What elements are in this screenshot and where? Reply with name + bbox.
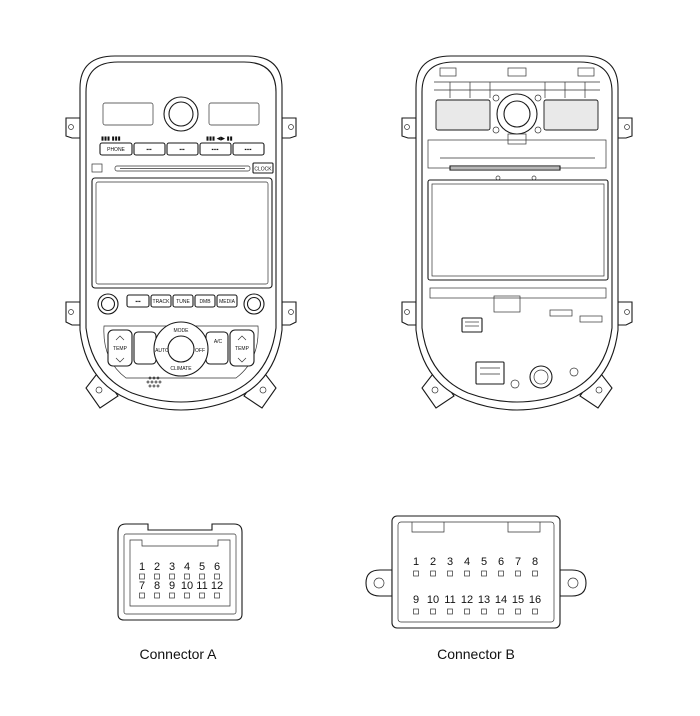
svg-text:▪▪▪▪: ▪▪▪▪: [211, 147, 218, 153]
connector-a-pin-slot-7: [139, 592, 145, 599]
connector-b-pin-slot-14: [498, 608, 504, 615]
connector-a-pin-slot-4: [184, 573, 190, 580]
connector-b-pin-label-13: 13: [478, 594, 490, 606]
temp-right-label: TEMP: [235, 346, 250, 352]
tune-button-label: TUNE: [176, 299, 190, 305]
head-unit-front-view: ▮▮▮ ▮▮▮ ▮▮▮ ◀▶ ▮▮ PHONE ▪▪▪ ▪▪▪ ▪▪▪▪ ▪▪▪…: [65, 55, 297, 411]
connector-b-pin-slot-13: [481, 608, 487, 615]
connector-a-pin-label-4: 4: [184, 561, 190, 573]
dmb-button-label: DMB: [199, 299, 211, 305]
svg-text:▪▪▪▪: ▪▪▪▪: [244, 147, 251, 153]
connector-b-pin-label-14: 14: [495, 594, 507, 606]
auto-label: AUTO: [155, 348, 169, 354]
svg-text:▪▪▪: ▪▪▪: [135, 299, 141, 305]
connector-b-pin-slot-16: [532, 608, 538, 615]
connector-b-pin-slot-10: [430, 608, 436, 615]
connector-a-pin-slot-3: [169, 573, 175, 580]
connector-b-pin-label-16: 16: [529, 594, 541, 606]
connector-a-pin-label-5: 5: [199, 561, 205, 573]
connector-b-pin-label-15: 15: [512, 594, 524, 606]
connector-a-pin-slot-5: [199, 573, 205, 580]
connector-a-pin-label-10: 10: [181, 580, 193, 592]
connector-b-pin-label-1: 1: [413, 556, 419, 568]
connector-a-pin-slot-6: [214, 573, 220, 580]
connector-a-pin-label-6: 6: [214, 561, 220, 573]
connector-b-pin-label-2: 2: [430, 556, 436, 568]
connector-b-pin-label-9: 9: [413, 594, 419, 606]
connector-a-pin-label-7: 7: [139, 580, 145, 592]
connector-b-pin-label-7: 7: [515, 556, 521, 568]
svg-text:▪▪▪: ▪▪▪: [146, 147, 152, 153]
connector-b-pin-slot-4: [464, 570, 470, 577]
front-top-button-1-label: PHONE: [107, 147, 125, 153]
connector-b-pin-label-4: 4: [464, 556, 470, 568]
connector-a-pin-label-11: 11: [196, 580, 207, 592]
connector-a-pin-slot-1: [139, 573, 145, 580]
connector-b-pin-slot-7: [515, 570, 521, 577]
climate-label: CLIMATE: [170, 366, 192, 372]
connector-b-pin-slot-3: [447, 570, 453, 577]
media-button-label: MEDIA: [219, 299, 236, 305]
svg-text:▮▮▮ ▮▮▮: ▮▮▮ ▮▮▮: [101, 136, 121, 142]
connector-b-pin-label-11: 11: [444, 594, 455, 606]
connector-a-pin-label-8: 8: [154, 580, 160, 592]
connector-b-pin-slot-5: [481, 570, 487, 577]
svg-text:▮▮▮ ◀▶ ▮▮: ▮▮▮ ◀▶ ▮▮: [206, 136, 233, 142]
connector-a-pin-slot-12: [214, 592, 220, 599]
connector-b-pin-label-12: 12: [461, 594, 473, 606]
connector-a-pin-label-1: 1: [139, 561, 145, 573]
temp-left-label: TEMP: [113, 346, 128, 352]
connector-a-pin-slot-2: [154, 573, 160, 580]
connector-b-pin-slot-2: [430, 570, 436, 577]
clock-button-label: CLOCK: [254, 167, 272, 173]
connector-b-pin-slot-9: [413, 608, 419, 615]
connector-b-pin-slot-1: [413, 570, 419, 577]
connector-b-pin-label-5: 5: [481, 556, 487, 568]
connector-a-pin-label-9: 9: [169, 580, 175, 592]
connector-b-pin-slot-12: [464, 608, 470, 615]
mode-label: MODE: [174, 328, 190, 334]
connector-a-pin-slot-9: [169, 592, 175, 599]
front-top-button-1: [99, 142, 133, 156]
connector-a-pin-slot-11: [199, 592, 205, 599]
connector-b-pin-slot-11: [447, 608, 453, 615]
connector-b-caption: Connector B: [437, 646, 515, 662]
connector-b-pin-label-8: 8: [532, 556, 538, 568]
connector-a-caption: Connector A: [139, 646, 217, 662]
connector-a-pin-slot-8: [154, 592, 160, 599]
connector-a-pin-label-2: 2: [154, 561, 160, 573]
head-unit-rear-view: [401, 55, 633, 411]
connector-b-pin-slot-8: [532, 570, 538, 577]
connector-b-pin-label-3: 3: [447, 556, 453, 568]
connector-a-pin-label-12: 12: [211, 580, 223, 592]
connector-a-pin-slot-10: [184, 592, 190, 599]
track-button-label: TRACK: [153, 299, 171, 305]
connector-b-pin-label-10: 10: [427, 594, 439, 606]
connector-a-pin-label-3: 3: [169, 561, 175, 573]
ac-label: A/C: [214, 339, 223, 345]
connector-b-pin-label-6: 6: [498, 556, 504, 568]
connector-b-pin-slot-6: [498, 570, 504, 577]
connector-b-pin-slot-15: [515, 608, 521, 615]
off-label: OFF: [195, 348, 205, 354]
svg-text:▪▪▪: ▪▪▪: [179, 147, 185, 153]
